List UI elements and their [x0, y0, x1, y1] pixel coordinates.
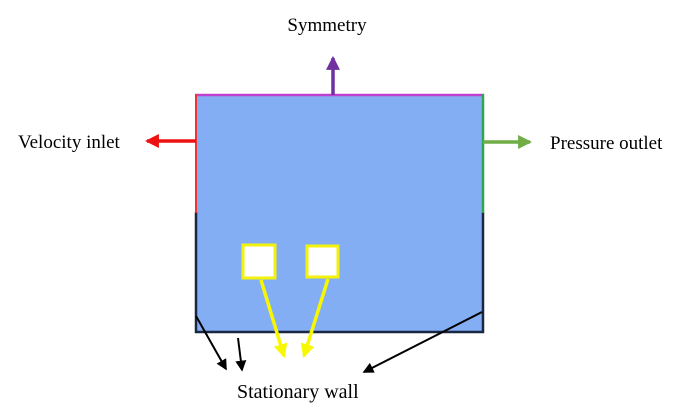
symmetry-label: Symmetry [287, 15, 367, 36]
pressure-outlet-label: Pressure outlet [550, 133, 663, 154]
wall-annotation-arrow-left-corner [195, 315, 227, 371]
wall-annotation-arrow-bottom [235, 337, 247, 372]
obstacle-pointer-right [300, 278, 330, 359]
fluid-domain [196, 95, 483, 333]
obstacle-square-right [305, 244, 340, 279]
obstacle-pointer-left [259, 279, 288, 359]
wall-annotation-arrow-right-corner [362, 311, 483, 373]
stationary-wall-label: Stationary wall [237, 381, 359, 403]
obstacle-square-left [241, 243, 277, 280]
velocity-inlet-label: Velocity inlet [18, 132, 121, 153]
stationary-wall-edge [194, 212, 485, 334]
